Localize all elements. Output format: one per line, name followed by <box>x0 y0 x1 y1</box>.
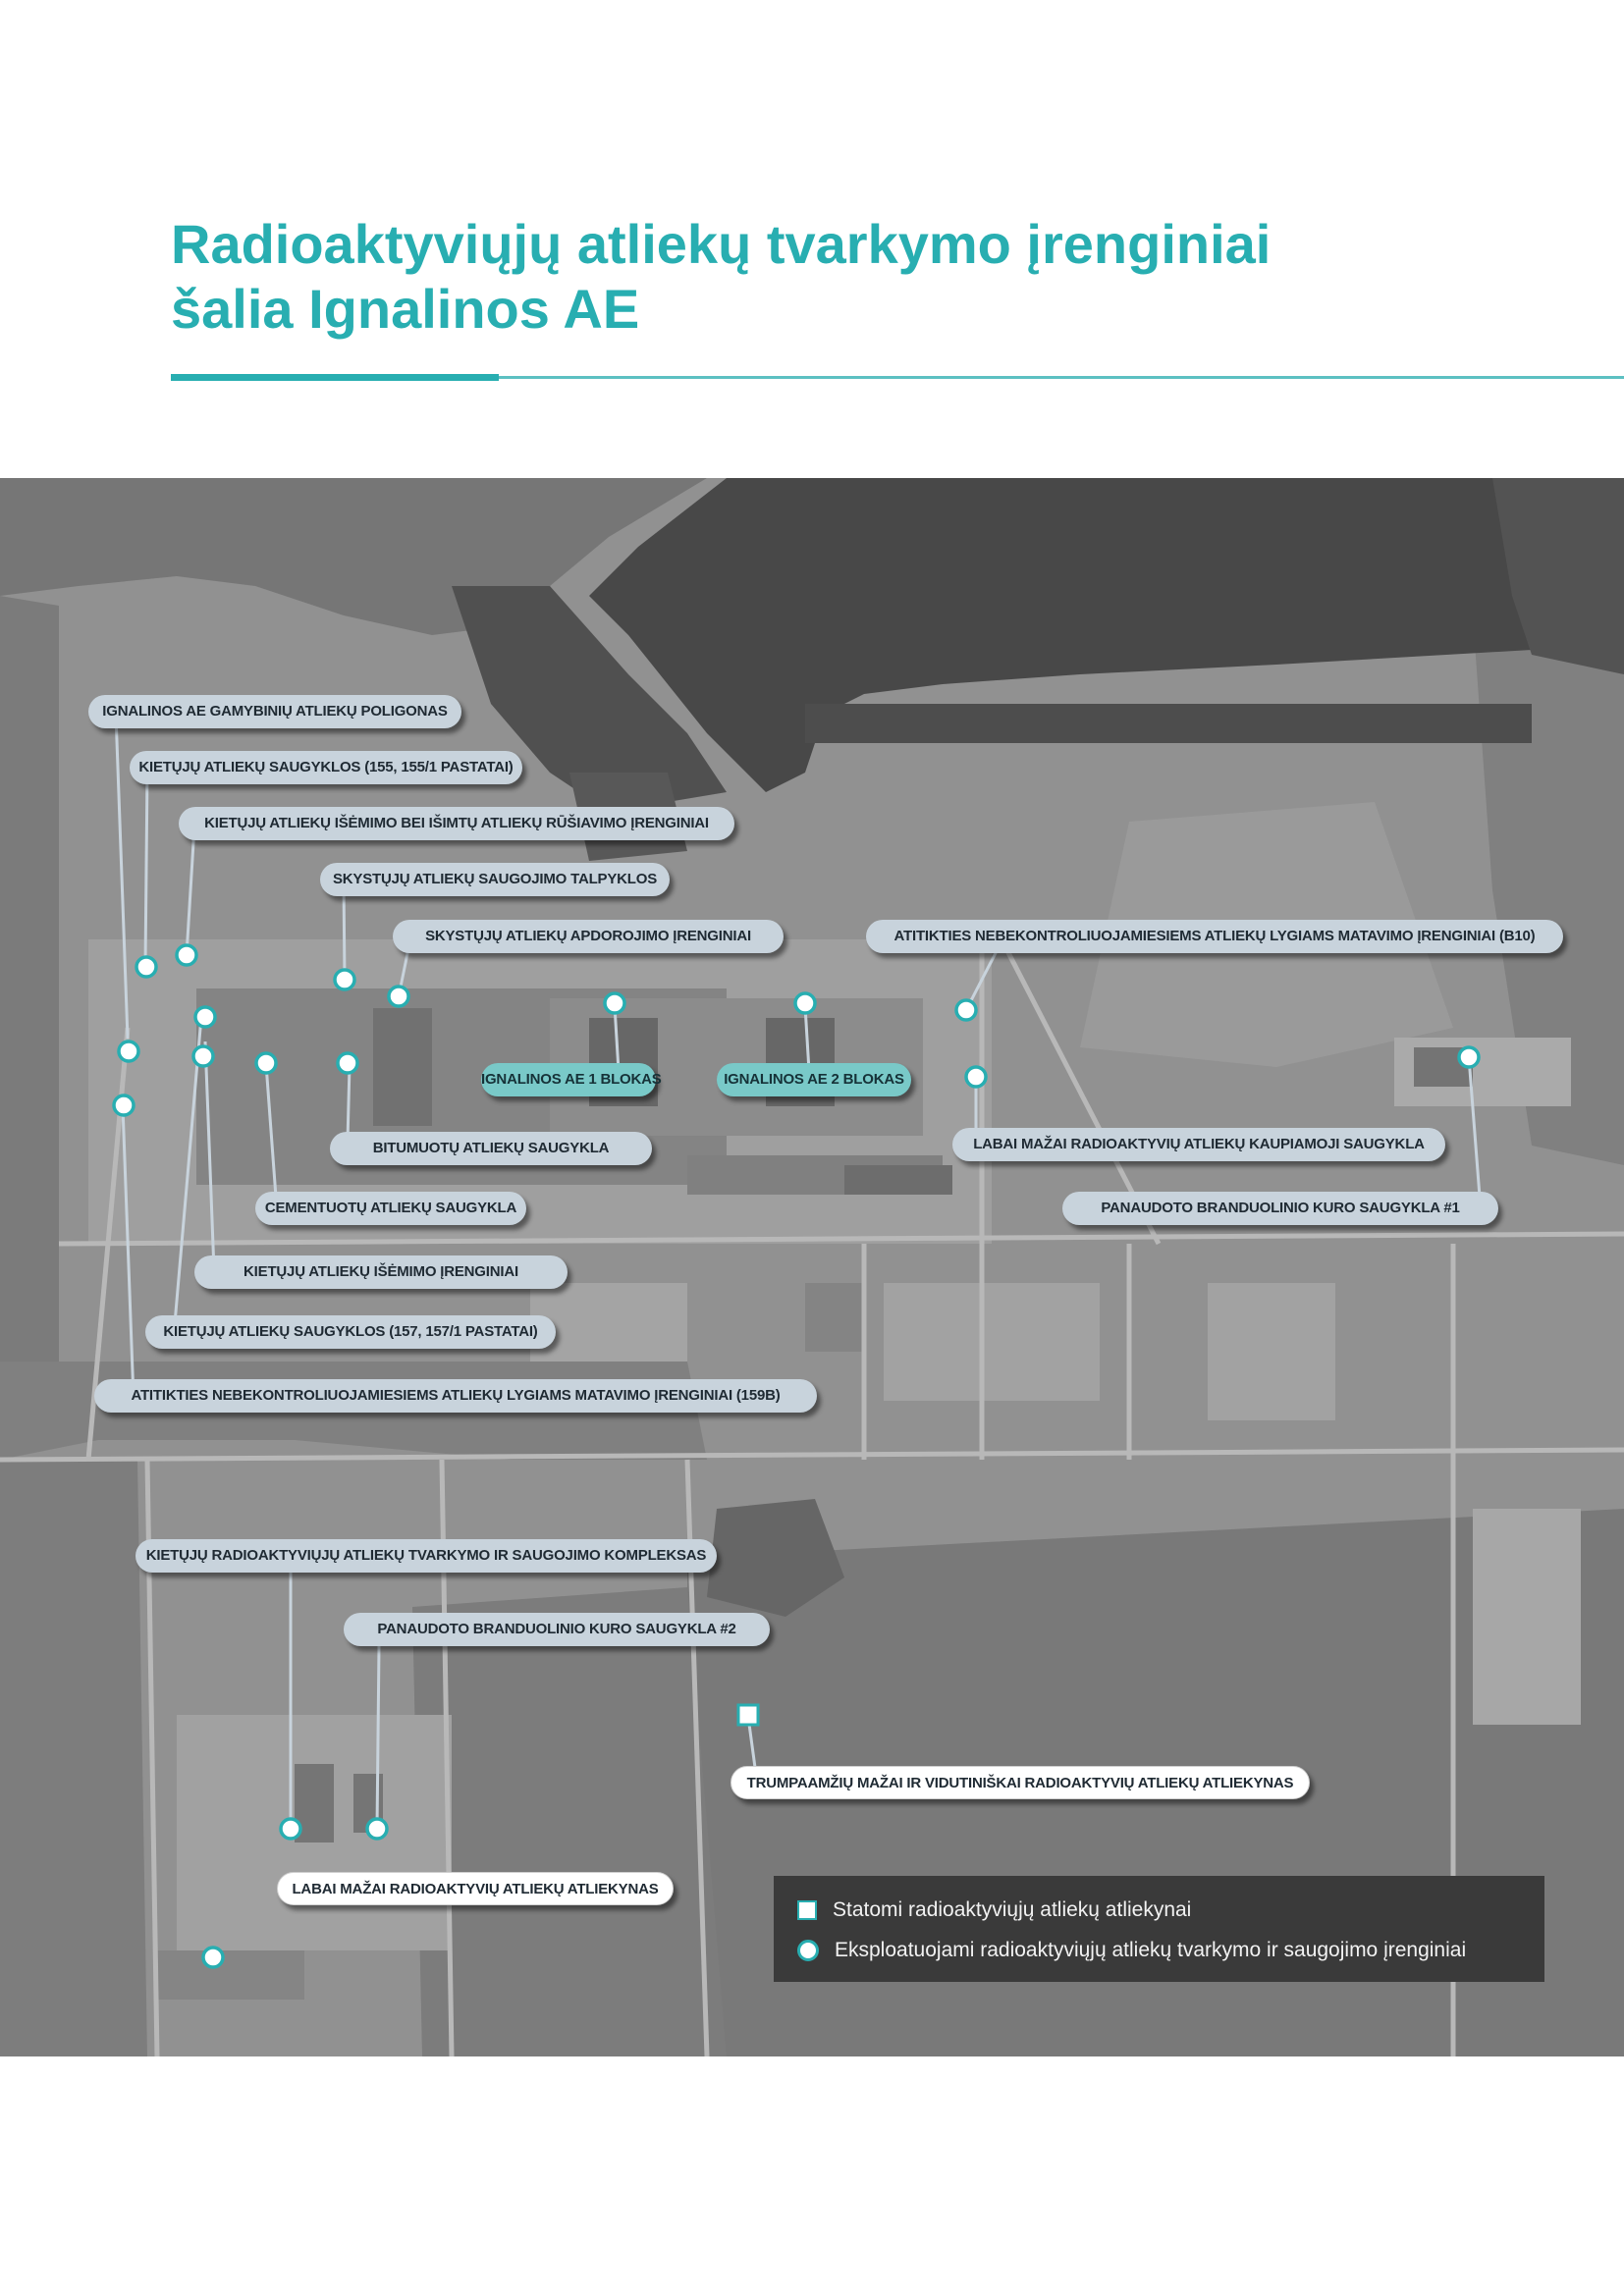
label-pbk-saugykla-2[interactable]: PANAUDOTO BRANDUOLINIO KURO SAUGYKLA #2 <box>344 1613 770 1646</box>
label-kietuju-rad-kompleksas[interactable]: KIETŲJŲ RADIOAKTYVIŲJŲ ATLIEKŲ TVARKYMO … <box>135 1539 717 1573</box>
site-markers <box>112 943 1481 1969</box>
marker-circle[interactable] <box>193 1005 217 1029</box>
title-divider <box>171 376 1624 379</box>
label-gamybiniu-atlieku-poligonas[interactable]: IGNALINOS AE GAMYBINIŲ ATLIEKŲ POLIGONAS <box>88 695 461 728</box>
label-atitikties-b10[interactable]: ATITIKTIES NEBEKONTROLIUOJAMIESIEMS ATLI… <box>866 920 1563 953</box>
marker-circle[interactable] <box>603 991 626 1015</box>
marker-circle[interactable] <box>954 998 978 1022</box>
marker-circle[interactable] <box>201 1946 225 1969</box>
leader-lines <box>114 713 1483 1830</box>
marker-circle[interactable] <box>254 1051 278 1075</box>
label-skystuju-saugojimo-talpyklos[interactable]: SKYSTŲJŲ ATLIEKŲ SAUGOJIMO TALPYKLOS <box>320 863 670 896</box>
title-divider-accent <box>171 374 499 381</box>
label-labai-mazai-kaupiamoji[interactable]: LABAI MAŽAI RADIOAKTYVIŲ ATLIEKŲ KAUPIAM… <box>952 1128 1445 1161</box>
legend-label: Statomi radioaktyviųjų atliekų atliekyna… <box>833 1898 1192 1921</box>
marker-circle[interactable] <box>135 955 158 979</box>
label-kietuju-isemimo-rusiavimo[interactable]: KIETŲJŲ ATLIEKŲ IŠĖMIMO BEI IŠIMTŲ ATLIE… <box>179 807 734 840</box>
marker-circle[interactable] <box>112 1094 135 1117</box>
page-title: Radioaktyviųjų atliekų tvarkymo įrengini… <box>171 212 1545 342</box>
label-skystuju-apdorojimo[interactable]: SKYSTŲJŲ ATLIEKŲ APDOROJIMO ĮRENGINIAI <box>393 920 784 953</box>
marker-square[interactable] <box>736 1703 760 1727</box>
marker-circle[interactable] <box>336 1051 359 1075</box>
label-labai-mazai-atliekynas[interactable]: LABAI MAŽAI RADIOAKTYVIŲ ATLIEKŲ ATLIEKY… <box>277 1872 674 1905</box>
label-kietuju-saugyklos-157[interactable]: KIETŲJŲ ATLIEKŲ SAUGYKLOS (157, 157/1 PA… <box>145 1315 556 1349</box>
label-pbk-saugykla-1[interactable]: PANAUDOTO BRANDUOLINIO KURO SAUGYKLA #1 <box>1062 1192 1498 1225</box>
label-atitikties-159b[interactable]: ATITIKTIES NEBEKONTROLIUOJAMIESIEMS ATLI… <box>94 1379 817 1413</box>
aerial-map[interactable]: IGNALINOS AE GAMYBINIŲ ATLIEKŲ POLIGONAS… <box>0 478 1624 2056</box>
label-kietuju-saugyklos-155[interactable]: KIETŲJŲ ATLIEKŲ SAUGYKLOS (155, 155/1 PA… <box>130 751 522 784</box>
legend-label: Eksploatuojami radioaktyviųjų atliekų tv… <box>835 1939 1467 1961</box>
marker-circle[interactable] <box>964 1065 988 1089</box>
marker-circle[interactable] <box>175 943 198 967</box>
marker-circle[interactable] <box>333 968 356 991</box>
label-cementuotu-saugykla[interactable]: CEMENTUOTŲ ATLIEKŲ SAUGYKLA <box>255 1192 526 1225</box>
marker-circle[interactable] <box>117 1040 140 1063</box>
label-ignalinos-1-blokas[interactable]: IGNALINOS AE 1 BLOKAS <box>481 1063 662 1096</box>
page-title-line-2: šalia Ignalinos AE <box>171 278 640 340</box>
label-ignalinos-2-blokas[interactable]: IGNALINOS AE 2 BLOKAS <box>717 1063 911 1096</box>
marker-circle[interactable] <box>387 985 410 1008</box>
label-kietuju-isemimo[interactable]: KIETŲJŲ ATLIEKŲ IŠĖMIMO ĮRENGINIAI <box>194 1255 568 1289</box>
label-trumpaamziu-atliekynas[interactable]: TRUMPAAMŽIŲ MAŽAI IR VIDUTINIŠKAI RADIOA… <box>731 1766 1310 1799</box>
map-legend: Statomi radioaktyviųjų atliekų atliekyna… <box>774 1876 1544 1982</box>
square-icon <box>797 1900 817 1920</box>
label-bitumuotu-saugykla[interactable]: BITUMUOTŲ ATLIEKŲ SAUGYKLA <box>330 1132 652 1165</box>
marker-circle[interactable] <box>793 991 817 1015</box>
marker-circle[interactable] <box>365 1817 389 1841</box>
page-title-line-1: Radioaktyviųjų atliekų tvarkymo įrengini… <box>171 213 1272 275</box>
legend-item-square: Statomi radioaktyviųjų atliekų atliekyna… <box>797 1896 1191 1925</box>
marker-circle[interactable] <box>279 1817 302 1841</box>
circle-icon <box>797 1940 819 1961</box>
marker-circle[interactable] <box>191 1044 215 1068</box>
marker-circle[interactable] <box>1457 1045 1481 1069</box>
legend-item-circle: Eksploatuojami radioaktyviųjų atliekų tv… <box>797 1936 1466 1965</box>
